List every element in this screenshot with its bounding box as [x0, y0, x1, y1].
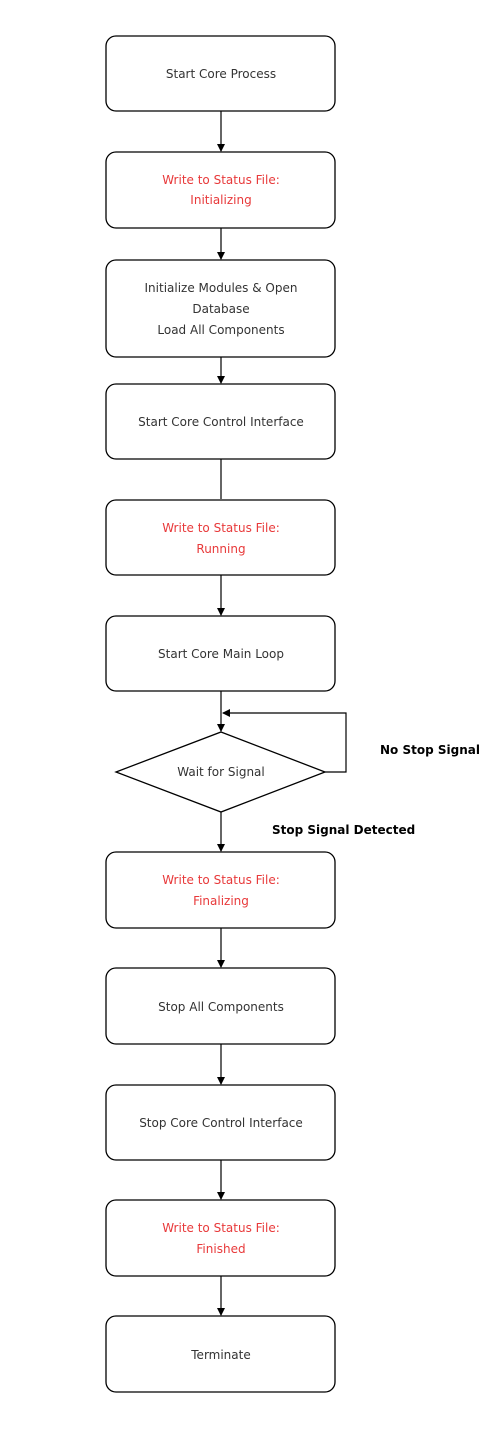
status-initializing-line2: Initializing [190, 193, 251, 207]
init-modules-line3: Load All Components [157, 323, 284, 337]
node-wait-for-signal [114, 731, 327, 813]
edge-no-stop-signal-loop [222, 709, 347, 773]
node-init-modules [105, 259, 336, 358]
status-running-line2: Running [196, 542, 245, 556]
node-status-finalizing [105, 851, 336, 929]
node-start-control-interface [105, 383, 336, 460]
terminate-text: Terminate [190, 1348, 250, 1362]
status-initializing-line1: Write to Status File: [162, 173, 280, 187]
stop-control-interface-text: Stop Core Control Interface [139, 1116, 303, 1130]
node-stop-control-interface [105, 1084, 336, 1161]
node-status-finished [105, 1199, 336, 1277]
node-status-running [105, 499, 336, 576]
node-terminate [105, 1315, 336, 1393]
stop-components-text: Stop All Components [158, 1000, 284, 1014]
init-modules-line2: Database [192, 302, 249, 316]
init-modules-line1: Initialize Modules & Open [145, 281, 298, 295]
wait-for-signal-text: Wait for Signal [177, 765, 264, 779]
status-finalizing-line1: Write to Status File: [162, 873, 280, 887]
start-core-process-text: Start Core Process [166, 67, 276, 81]
start-main-loop-text: Start Core Main Loop [158, 647, 284, 661]
node-start-core-process [105, 35, 336, 112]
node-status-initializing [105, 151, 336, 229]
node-start-main-loop [105, 615, 336, 692]
status-finished-line2: Finished [196, 1242, 245, 1256]
status-finalizing-line2: Finalizing [193, 894, 249, 908]
node-stop-components [105, 967, 336, 1045]
status-finished-line1: Write to Status File: [162, 1221, 280, 1235]
no-stop-signal-label: No Stop Signal [380, 743, 480, 757]
start-control-interface-text: Start Core Control Interface [138, 415, 304, 429]
status-running-line1: Write to Status File: [162, 521, 280, 535]
stop-signal-detected-label: Stop Signal Detected [272, 823, 415, 837]
